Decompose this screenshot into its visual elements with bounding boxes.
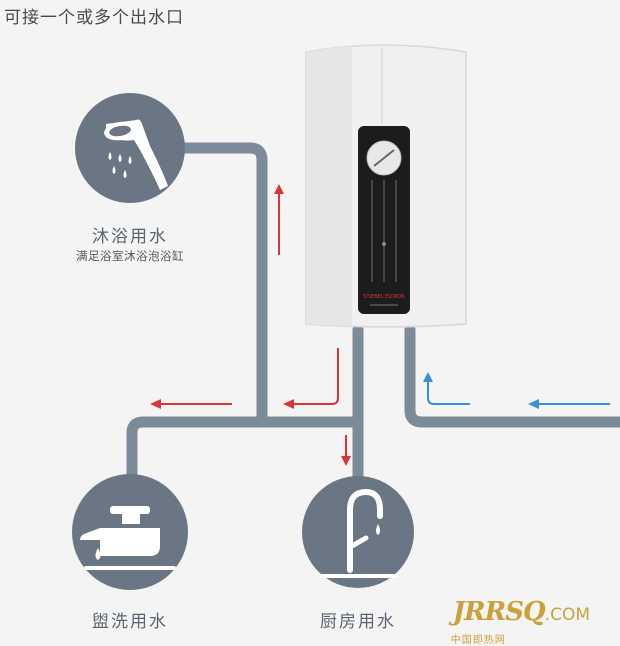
watermark-logo: JRRSQ.COM 中国即热网: [451, 597, 590, 646]
watermark-cn: 中国即热网: [450, 635, 506, 646]
shower-title: 沐浴用水: [92, 227, 168, 247]
pipe-horizontal-hot: [126, 416, 364, 484]
hot-arrow-left-2: [283, 399, 294, 409]
diagram-canvas: 可接一个或多个出水口: [4, 8, 620, 646]
shower-subtitle: 满足浴室沐浴泡浴缸: [76, 249, 184, 263]
heater-brand-label: STIEBEL ELTRON: [363, 294, 405, 300]
watermark-main: JRRSQ: [452, 597, 546, 627]
kitchen-outlet: [302, 476, 414, 588]
pipe-shower-branch: [174, 142, 268, 424]
plumbing-diagram: STIEBEL ELTRON: [72, 44, 620, 590]
hot-arrow-up: [274, 184, 284, 194]
cold-arrow-up: [423, 372, 433, 382]
pipes: [126, 142, 620, 486]
hot-arrow-left-1: [150, 399, 161, 409]
shower-head-icon: [104, 119, 168, 190]
basin-outlet: [72, 474, 188, 590]
hot-arrow-down: [341, 456, 351, 466]
kitchen-title: 厨房用水: [320, 612, 396, 632]
watermark-com: .COM: [544, 605, 590, 625]
basin-title: 盥洗用水: [92, 612, 168, 632]
water-heater: STIEBEL ELTRON: [305, 44, 467, 328]
basin-faucet-icon: [80, 506, 176, 570]
page-title: 可接一个或多个出水口: [4, 8, 184, 28]
kitchen-faucet-icon: [320, 488, 398, 578]
cold-arrows: [423, 372, 610, 409]
shower-outlet: [75, 93, 185, 203]
pipe-cold-inlet: [404, 324, 620, 428]
cold-arrow-left: [528, 399, 539, 409]
hot-arrows: [150, 184, 351, 466]
